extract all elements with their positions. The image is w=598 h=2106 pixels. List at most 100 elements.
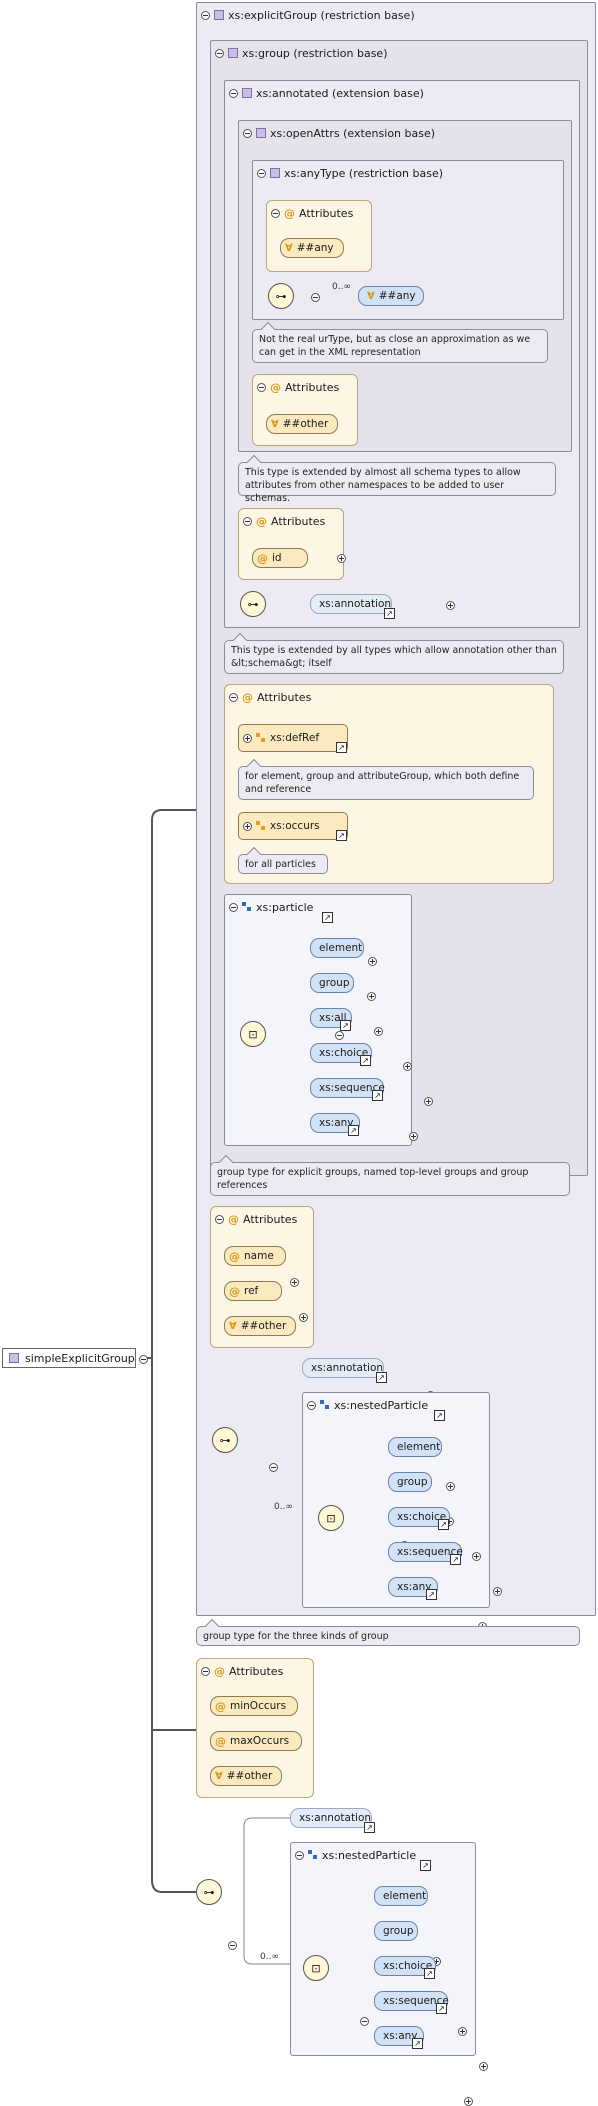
particle-choice-xssequence[interactable]: xs:sequence	[374, 1991, 449, 2011]
expand-toggle[interactable]	[464, 2097, 473, 2106]
expand-toggle[interactable]	[479, 2062, 488, 2071]
link-arrow-icon[interactable]: ↗	[450, 1554, 461, 1565]
particle-choice-group[interactable]: group	[388, 1472, 432, 1492]
particle-choice-xsany[interactable]: xs:any	[310, 1113, 360, 1133]
name-expand-toggle[interactable]	[290, 1278, 299, 1287]
link-arrow-icon[interactable]: ↗	[348, 1125, 359, 1136]
link-arrow-icon[interactable]: ↗	[424, 1968, 435, 1979]
name-attribute[interactable]: @name	[224, 1246, 286, 1266]
link-arrow-icon[interactable]: ↗	[436, 2003, 447, 2014]
annotation-label: xs:annotation	[319, 598, 392, 610]
sequence-collapse-toggle[interactable]	[228, 1941, 237, 1950]
sequence-compositor-icon[interactable]: ⊶	[268, 283, 294, 309]
annotation-expand-toggle[interactable]	[446, 601, 455, 610]
expand-toggle[interactable]	[424, 1097, 433, 1106]
occurs-expand-toggle[interactable]	[243, 821, 252, 831]
expand-toggle[interactable]	[446, 1482, 455, 1491]
attributes-collapse-toggle[interactable]	[257, 382, 266, 392]
link-arrow-icon[interactable]: ↗	[438, 1519, 449, 1530]
expand-toggle[interactable]	[368, 957, 377, 966]
group-collapse-toggle[interactable]	[215, 48, 224, 58]
occurs-attribute-group[interactable]: xs:occurs	[238, 812, 348, 840]
other-attribute-wildcard[interactable]: ∀##other	[210, 1766, 282, 1786]
attributes-collapse-toggle[interactable]	[243, 516, 252, 526]
link-arrow-icon[interactable]: ↗	[384, 608, 395, 619]
expand-toggle[interactable]	[409, 1132, 418, 1141]
particle-collapse-toggle[interactable]	[229, 902, 238, 912]
link-arrow-icon[interactable]: ↗	[420, 1860, 431, 1871]
sequence-collapse-toggle[interactable]	[310, 293, 320, 302]
link-arrow-icon[interactable]: ↗	[412, 2038, 423, 2049]
id-expand-toggle[interactable]	[337, 554, 346, 563]
particle-choice-xschoice[interactable]: xs:choice	[388, 1507, 450, 1527]
particle-choice-xschoice[interactable]: xs:choice	[310, 1043, 372, 1063]
any-attribute-wildcard[interactable]: ∀##any	[280, 238, 344, 258]
ref-attribute[interactable]: @ref	[224, 1281, 282, 1301]
link-arrow-icon[interactable]: ↗	[372, 1090, 383, 1101]
link-arrow-icon[interactable]: ↗	[434, 1410, 445, 1421]
attributes-collapse-toggle[interactable]	[271, 208, 280, 218]
sequence-collapse-toggle[interactable]	[269, 1463, 278, 1472]
particle-choice-xssequence[interactable]: xs:sequence	[388, 1542, 463, 1562]
sequence-compositor-icon[interactable]: ⊶	[196, 1879, 222, 1905]
choice-collapse-toggle[interactable]	[334, 1031, 344, 1040]
choice-compositor-icon[interactable]: ⊡	[318, 1505, 344, 1531]
particle-choice-xssequence[interactable]: xs:sequence	[310, 1078, 385, 1098]
choice-compositor-icon[interactable]: ⊡	[303, 1955, 329, 1981]
maxOccurs-attribute[interactable]: @maxOccurs	[210, 1731, 302, 1751]
link-arrow-icon[interactable]: ↗	[336, 742, 347, 753]
expand-toggle[interactable]	[493, 1587, 502, 1596]
expand-toggle[interactable]	[374, 1027, 383, 1036]
attributes-collapse-toggle[interactable]	[201, 1666, 210, 1676]
other-attribute-wildcard[interactable]: ∀##other	[266, 414, 338, 434]
nestedParticle-collapse-toggle[interactable]	[295, 1850, 304, 1860]
openAttrs-collapse-toggle[interactable]	[243, 128, 252, 138]
attribute-icon: @	[229, 1284, 240, 1298]
expand-toggle[interactable]	[403, 1062, 412, 1071]
particle-choice-element[interactable]: element	[388, 1437, 442, 1457]
nestedParticle-collapse-toggle[interactable]	[307, 1400, 316, 1410]
sequence-compositor-icon[interactable]: ⊶	[240, 591, 266, 617]
defRef-attribute-group[interactable]: xs:defRef	[238, 724, 348, 752]
root-element[interactable]: simpleExplicitGroup	[2, 1348, 136, 1368]
attributes-collapse-toggle[interactable]	[215, 1214, 224, 1224]
particle-choice-group[interactable]: group	[374, 1921, 418, 1941]
particle-choice-element[interactable]: element	[310, 938, 364, 958]
annotation-element[interactable]: xs:annotation	[302, 1358, 384, 1378]
link-arrow-icon[interactable]: ↗	[426, 1589, 437, 1600]
anyType-collapse-toggle[interactable]	[257, 168, 266, 178]
id-attribute[interactable]: @id	[252, 548, 308, 568]
explicitGroup-collapse-toggle[interactable]	[201, 10, 210, 20]
link-arrow-icon[interactable]: ↗	[322, 912, 333, 923]
expand-toggle[interactable]	[367, 992, 376, 1001]
particle-choice-xsany[interactable]: xs:any	[388, 1577, 438, 1597]
nestedParticle-title: xs:nestedParticle	[322, 1848, 417, 1862]
choice-compositor-icon[interactable]: ⊡	[240, 1021, 266, 1047]
link-arrow-icon[interactable]: ↗	[364, 1822, 375, 1833]
root-element-name: simpleExplicitGroup	[25, 1351, 135, 1365]
particle-choice-xschoice[interactable]: xs:choice	[374, 1956, 436, 1976]
particle-choice-xsany[interactable]: xs:any	[374, 2026, 424, 2046]
link-arrow-icon[interactable]: ↗	[340, 1020, 351, 1031]
attributes-title: Attributes	[229, 1664, 284, 1678]
attributes-collapse-toggle[interactable]	[229, 692, 238, 702]
any-element-wildcard[interactable]: ∀##any	[358, 286, 424, 306]
root-collapse-toggle[interactable]	[139, 1355, 148, 1364]
other-attribute-wildcard[interactable]: ∀##other	[224, 1316, 296, 1336]
particle-choice-element[interactable]: element	[374, 1886, 428, 1906]
minOccurs-attribute[interactable]: @minOccurs	[210, 1696, 298, 1716]
expand-toggle[interactable]	[472, 1552, 481, 1561]
particle-choice-group[interactable]: group	[310, 973, 354, 993]
link-arrow-icon[interactable]: ↗	[376, 1372, 387, 1383]
annotation-element[interactable]: xs:annotation	[310, 594, 392, 614]
ref-expand-toggle[interactable]	[298, 1313, 308, 1322]
annotated-collapse-toggle[interactable]	[229, 88, 238, 98]
defRef-expand-toggle[interactable]	[243, 733, 252, 743]
link-arrow-icon[interactable]: ↗	[360, 1055, 371, 1066]
choice-collapse-toggle[interactable]	[360, 2017, 369, 2026]
particle-choice-label: xs:any	[319, 1117, 354, 1129]
expand-toggle[interactable]	[458, 2027, 467, 2036]
sequence-compositor-icon[interactable]: ⊶	[212, 1427, 238, 1453]
link-arrow-icon[interactable]: ↗	[336, 830, 347, 841]
annotation-element[interactable]: xs:annotation	[290, 1808, 372, 1828]
